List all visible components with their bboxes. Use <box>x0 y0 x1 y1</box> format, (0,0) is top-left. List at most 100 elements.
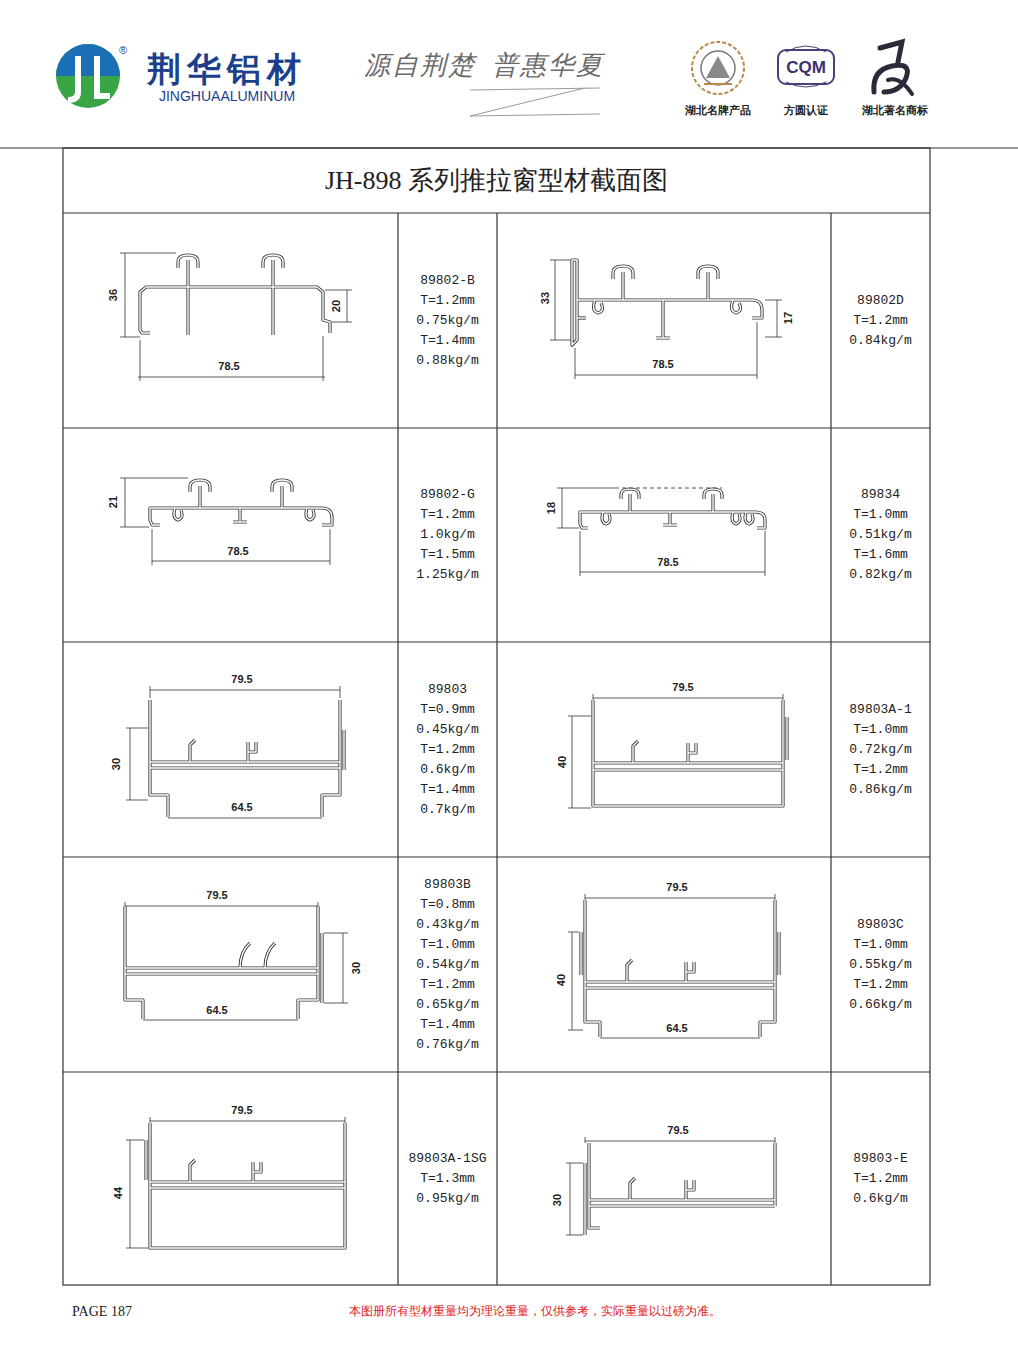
spec-value: T=1.0mm <box>853 935 908 955</box>
spec-value: 0.76kg/m <box>416 1035 478 1055</box>
dimension-value: 64.5 <box>231 801 252 813</box>
slogan: 源自荆楚 <box>364 52 476 81</box>
spec-value: 0.95kg/m <box>416 1189 478 1209</box>
badge-caption: 湖北著名商标 <box>862 105 928 117</box>
spec-value: 0.66kg/m <box>849 995 911 1015</box>
spec-value: T=0.8mm <box>420 895 475 915</box>
page-number: PAGE 187 <box>72 1304 132 1319</box>
dimension-value: 64.5 <box>666 1022 687 1034</box>
dimension-value: 36 <box>107 289 119 301</box>
dimension-value: 79.5 <box>666 881 687 893</box>
part-number: 89834 <box>861 485 900 505</box>
dimension-value: 79.5 <box>672 681 693 693</box>
dimension-value: 30 <box>551 1194 563 1206</box>
spec-value: T=1.0mm <box>420 935 475 955</box>
dimension-value: 78.5 <box>218 360 239 372</box>
spec-value: T=1.4mm <box>420 1015 475 1035</box>
spec-value: T=1.6mm <box>853 545 908 565</box>
badge-text: CQM <box>786 59 826 78</box>
part-number: 89802D <box>857 291 904 311</box>
title-cell: JH-898 系列推拉窗型材截面图 <box>63 148 930 213</box>
spec-cell: 89802-BT=1.2mm0.75kg/mT=1.4mm0.88kg/m <box>398 213 497 428</box>
spec-cell: 89803BT=0.8mm0.43kg/mT=1.0mm0.54kg/mT=1.… <box>398 857 497 1072</box>
spec-value: T=1.0mm <box>853 720 908 740</box>
dimension-value: 40 <box>555 974 567 986</box>
dimension-value: 44 <box>112 1187 124 1199</box>
badge-caption: 方圆认证 <box>784 105 828 117</box>
spec-value: 1.25kg/m <box>416 565 478 585</box>
spec-value: 0.43kg/m <box>416 915 478 935</box>
spec-value: 0.7kg/m <box>420 800 475 820</box>
spec-cell: 89802DT=1.2mm0.84kg/m <box>831 213 930 428</box>
spec-value: T=0.9mm <box>420 700 475 720</box>
dimension-value: 18 <box>545 502 557 514</box>
spec-value: T=1.2mm <box>420 505 475 525</box>
dimension-value: 78.5 <box>657 556 678 568</box>
dimension-value: 79.5 <box>231 673 252 685</box>
slogan: 普惠华夏 <box>492 52 604 81</box>
spec-cell: 89834T=1.0mm0.51kg/mT=1.6mm0.82kg/m <box>831 428 930 642</box>
company-logo <box>56 44 120 108</box>
spec-cell: 89802-GT=1.2mm1.0kg/mT=1.5mm1.25kg/m <box>398 428 497 642</box>
part-number: 89803A-1SG <box>408 1149 486 1169</box>
spec-value: T=1.4mm <box>420 331 475 351</box>
title-text: JH-898 系列推拉窗型材截面图 <box>325 163 668 198</box>
spec-value: 0.65kg/m <box>416 995 478 1015</box>
dimension-value: 20 <box>330 300 342 312</box>
spec-value: 0.84kg/m <box>849 331 911 351</box>
spec-value: 0.54kg/m <box>416 955 478 975</box>
part-number: 89802-G <box>420 485 475 505</box>
dashed-line <box>622 488 722 489</box>
part-number: 89803B <box>424 875 471 895</box>
dimension-value: 17 <box>782 312 794 324</box>
spec-value: 0.45kg/m <box>416 720 478 740</box>
dimension-value: 79.5 <box>667 1124 688 1136</box>
spec-value: T=1.2mm <box>420 740 475 760</box>
profile-section <box>125 255 787 1248</box>
dimension-value: 30 <box>110 758 122 770</box>
brand-name: 荆华铝材 <box>147 51 307 88</box>
spec-value: T=1.2mm <box>420 291 475 311</box>
spec-value: T=1.5mm <box>420 545 475 565</box>
spec-value: T=1.2mm <box>853 975 908 995</box>
part-number: 89803A-1 <box>849 700 911 720</box>
spec-cell: 89803-ET=1.2mm0.6kg/m <box>831 1072 930 1285</box>
spec-value: T=1.4mm <box>420 780 475 800</box>
dimension-lines <box>120 253 783 1248</box>
spec-value: T=1.2mm <box>420 975 475 995</box>
dimension-value: 64.5 <box>206 1004 227 1016</box>
badge-caption: 湖北名牌产品 <box>685 105 751 117</box>
dimension-value: 33 <box>539 292 551 304</box>
part-number: 89803-E <box>853 1149 908 1169</box>
spec-value: 0.75kg/m <box>416 311 478 331</box>
slogan-strokes <box>470 88 600 116</box>
spec-value: T=1.3mm <box>420 1169 475 1189</box>
part-number: 89803C <box>857 915 904 935</box>
trademark-badge <box>874 42 912 94</box>
spec-value: 0.51kg/m <box>849 525 911 545</box>
spec-value: 0.86kg/m <box>849 780 911 800</box>
spec-cell: 89803CT=1.0mm0.55kg/mT=1.2mm0.66kg/m <box>831 857 930 1072</box>
registered-mark: ® <box>119 44 127 56</box>
footnote: 本图册所有型材重量均为理论重量，仅供参考，实际重量以过磅为准。 <box>349 1305 721 1318</box>
spec-cell: 89803A-1T=1.0mm0.72kg/mT=1.2mm0.86kg/m <box>831 642 930 857</box>
spec-cell: 89803T=0.9mm0.45kg/mT=1.2mm0.6kg/mT=1.4m… <box>398 642 497 857</box>
spec-cell: 89803A-1SGT=1.3mm0.95kg/m <box>398 1072 497 1285</box>
dimension-value: 79.5 <box>231 1104 252 1116</box>
table-grid <box>0 148 1018 1285</box>
spec-value: 0.88kg/m <box>416 351 478 371</box>
dimension-value: 78.5 <box>227 545 248 557</box>
spec-value: T=1.2mm <box>853 311 908 331</box>
spec-value: T=1.0mm <box>853 505 908 525</box>
brand-badge <box>692 42 744 94</box>
dimension-value: 40 <box>556 756 568 768</box>
certification-badge <box>778 46 834 87</box>
part-number: 89802-B <box>420 271 475 291</box>
part-number: 89803 <box>428 680 467 700</box>
dimension-value: 79.5 <box>206 889 227 901</box>
spec-value: 0.82kg/m <box>849 565 911 585</box>
spec-value: 0.72kg/m <box>849 740 911 760</box>
spec-value: 1.0kg/m <box>420 525 475 545</box>
spec-value: 0.6kg/m <box>853 1189 908 1209</box>
